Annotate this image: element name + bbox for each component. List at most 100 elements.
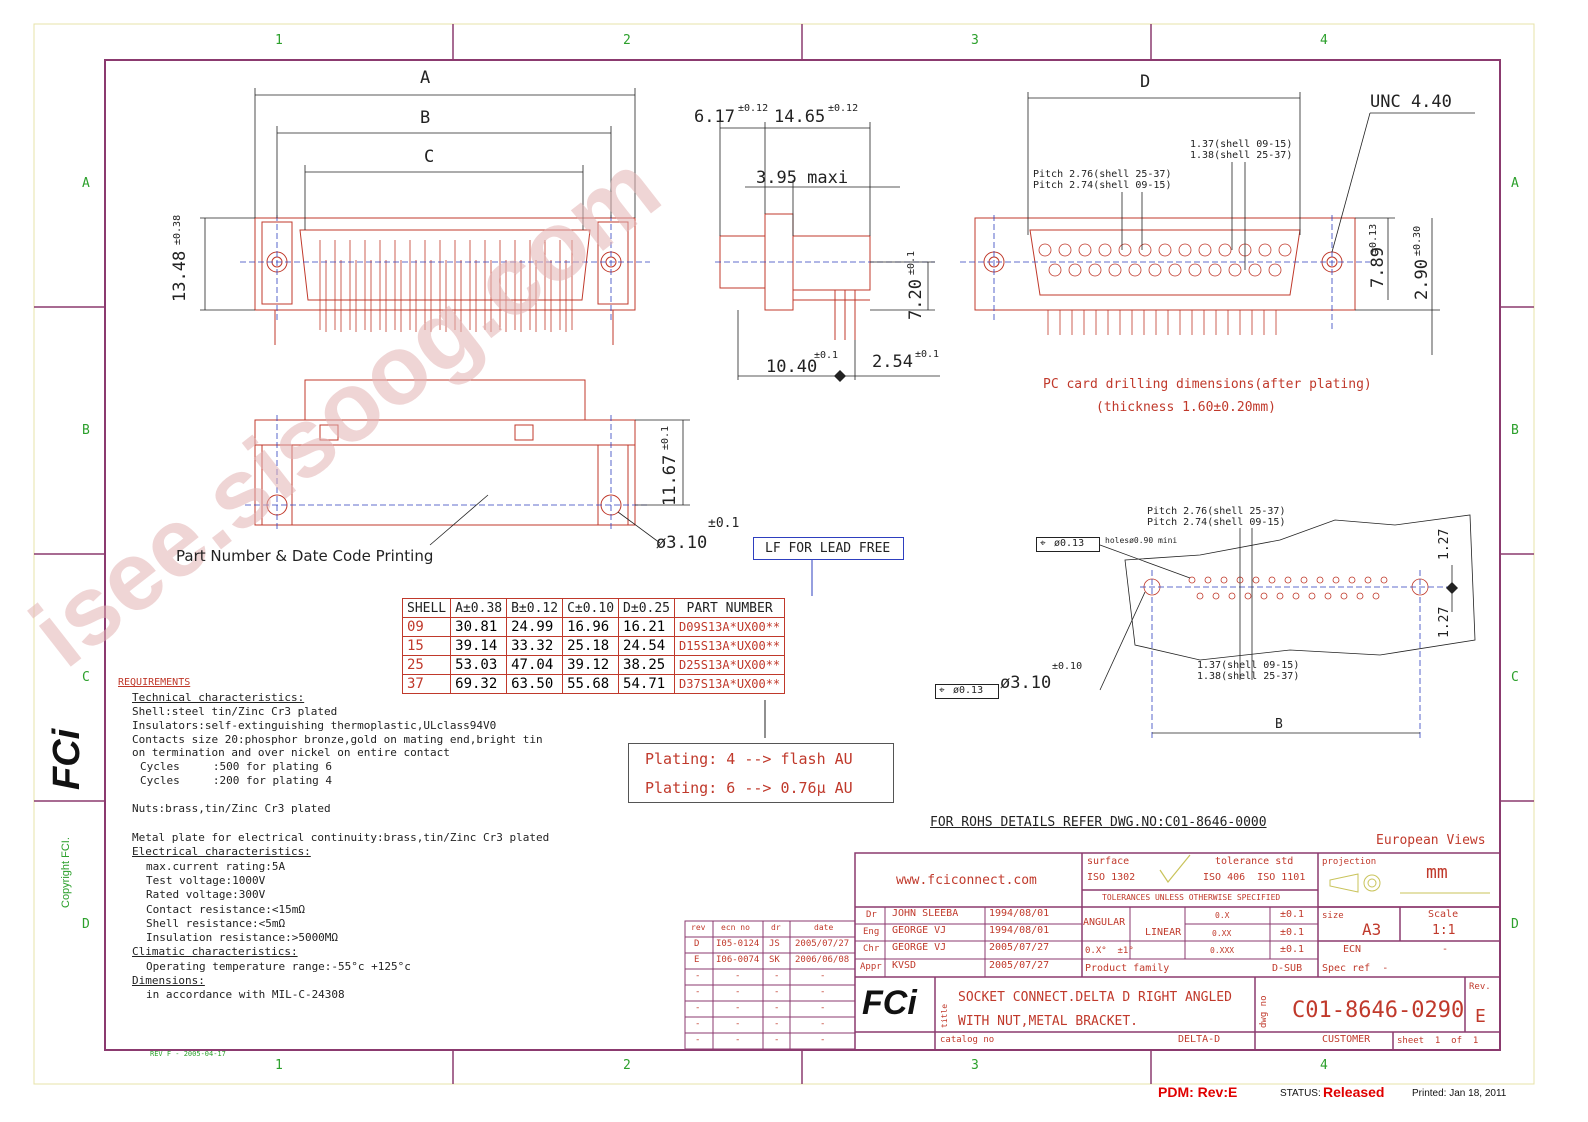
tol-xxx: 0.XXX xyxy=(1210,946,1235,955)
table-row: 37 69.32 63.50 55.68 54.71 D37S13A*UX00*… xyxy=(401,674,786,694)
position-icon: ⌖ xyxy=(939,685,945,696)
position-tol-box-b: ⌖ ø0.13 xyxy=(935,684,999,699)
cell-a: 39.14 xyxy=(450,636,508,656)
projection-icon xyxy=(1329,873,1490,894)
rohs-note: FOR ROHS DETAILS REFER DWG.NO:C01-8646-0… xyxy=(930,815,1267,830)
signers-grid xyxy=(855,907,1318,977)
product-family-label: Product family xyxy=(1085,963,1170,974)
ecn-cell: I06-0074 xyxy=(716,955,760,965)
plating-box: Plating: 4 --> flash AU Plating: 6 --> 0… xyxy=(628,743,894,803)
rev-cell: - xyxy=(695,1035,701,1045)
unc-4-40: UNC 4.40 xyxy=(1370,92,1452,112)
pitch-274: Pitch 2.74(shell 09-15) xyxy=(1033,180,1172,191)
cell-shell: 09 xyxy=(401,617,452,637)
dim-1-27-a: 1.27 xyxy=(1437,528,1452,560)
cell-b: 47.04 xyxy=(506,655,564,675)
req-line: Cycles :500 for plating 6 xyxy=(140,760,333,773)
row-label-d-left: D xyxy=(82,917,90,932)
holes-label: holesø0.90 mini xyxy=(1105,536,1178,545)
cell-part-number: D15S13A*UX00** xyxy=(674,636,786,656)
req-line: Dimensions: xyxy=(132,974,205,987)
req-line: Technical characteristics: xyxy=(132,691,305,704)
rev-grid xyxy=(684,920,856,1050)
req-line: Test voltage:1000V xyxy=(146,874,266,887)
cell-c: 39.12 xyxy=(562,655,620,675)
zone-ticks xyxy=(34,24,1534,1084)
row-label-c-left: C xyxy=(82,670,90,685)
signer-role: Appr xyxy=(860,962,882,972)
pcb-dims xyxy=(1099,528,1453,734)
req-line: Shell resistance:<5mΩ xyxy=(146,917,286,930)
linear-label: LINEAR xyxy=(1145,927,1182,938)
col-label-1-bottom: 1 xyxy=(275,1058,283,1073)
iso-1302: ISO 1302 xyxy=(1087,872,1136,883)
signer-name: KVSD xyxy=(892,960,917,971)
header-a: A±0.38 xyxy=(450,598,508,618)
tol-x: 0.X xyxy=(1215,911,1230,920)
req-line: Contact resistance:<15mΩ xyxy=(146,903,305,916)
title-line-2: WITH NUT,METAL BRACKET. xyxy=(958,1014,1139,1029)
drawing-number: C01-8646-0290 xyxy=(1292,998,1465,1023)
req-line: Insulators:self-extinguishing thermoplas… xyxy=(132,719,497,732)
cell-b: 63.50 xyxy=(506,674,564,694)
col-label-3-top: 3 xyxy=(971,33,979,48)
ecn-header: ecn no xyxy=(721,923,750,932)
tol-xx-val: ±0.1 xyxy=(1280,927,1305,938)
tol-0-30: ±0.30 xyxy=(1412,225,1423,256)
signer-role: Chr xyxy=(863,944,880,954)
dim-c: C xyxy=(424,147,435,167)
pos-tol-b: ø0.13 xyxy=(953,685,984,696)
copyright-label: Copyright FCI. xyxy=(60,837,72,908)
front-centerlines xyxy=(240,215,650,320)
website: www.fciconnect.com xyxy=(896,873,1037,888)
ecn-cell: I05-0124 xyxy=(716,939,760,949)
signer-role: Eng xyxy=(863,927,880,937)
position-icon: ⌖ xyxy=(1040,538,1046,549)
dim-a: A xyxy=(420,68,431,88)
cell-d: 16.21 xyxy=(618,617,676,637)
sheet-size: A3 xyxy=(1362,920,1382,939)
cell-c: 25.18 xyxy=(562,636,620,656)
req-line: Contacts size 20:phosphor bronze,gold on… xyxy=(132,733,543,746)
dim-d: D xyxy=(1140,72,1151,92)
catalog-value: DELTA-D xyxy=(1178,1034,1221,1045)
date-cell: - xyxy=(820,1019,826,1029)
part-number-printing-label: Part Number & Date Code Printing xyxy=(176,547,434,565)
req-line: Insulation resistance:>5000MΩ xyxy=(146,931,339,944)
date-cell: - xyxy=(820,971,826,981)
pitch-276: Pitch 2.76(shell 25-37) xyxy=(1033,169,1172,180)
pcb-datum xyxy=(1446,582,1458,594)
pdm-rev: PDM: Rev:E xyxy=(1158,1084,1238,1100)
pcb-drilling-label: PC card drilling dimensions(after platin… xyxy=(1043,377,1372,392)
catalog-label: catalog no xyxy=(940,1035,995,1045)
pcb-holes xyxy=(1143,576,1429,600)
row-label-d-right: D xyxy=(1511,917,1519,932)
signer-name: GEORGE VJ xyxy=(892,925,947,936)
cell-d: 38.25 xyxy=(618,655,676,675)
cell-b: 24.99 xyxy=(506,617,564,637)
header-shell: SHELL xyxy=(401,598,452,618)
col-label-2-bottom: 2 xyxy=(623,1058,631,1073)
dr-cell: SK xyxy=(769,955,780,965)
date-cell: - xyxy=(820,1035,826,1045)
header-d: D±0.25 xyxy=(618,598,676,618)
pitch-138: 1.38(shell 25-37) xyxy=(1190,150,1293,161)
rev-cell: - xyxy=(695,1019,701,1029)
cell-a: 53.03 xyxy=(450,655,508,675)
cell-b: 33.32 xyxy=(506,636,564,656)
row-label-b-right: B xyxy=(1511,423,1519,438)
bottom-centerlines xyxy=(245,415,650,530)
rear-view xyxy=(974,217,1356,335)
units-mm: mm xyxy=(1426,862,1448,883)
tol-x-val: ±0.1 xyxy=(1280,909,1305,920)
tolerances-note: TOLERANCES UNLESS OTHERWISE SPECIFIED xyxy=(1102,893,1281,902)
cell-shell: 15 xyxy=(401,636,452,656)
row-label-a-left: A xyxy=(82,176,90,191)
tol-0-1-b: ±0.1 xyxy=(814,350,839,361)
cell-part-number: D09S13A*UX00** xyxy=(674,617,786,637)
signer-role: Dr xyxy=(866,910,877,920)
signer-date: 2005/07/27 xyxy=(989,960,1050,971)
cell-part-number: D25S13A*UX00** xyxy=(674,655,786,675)
req-line: Shell:steel tin/Zinc Cr3 plated xyxy=(132,705,338,718)
